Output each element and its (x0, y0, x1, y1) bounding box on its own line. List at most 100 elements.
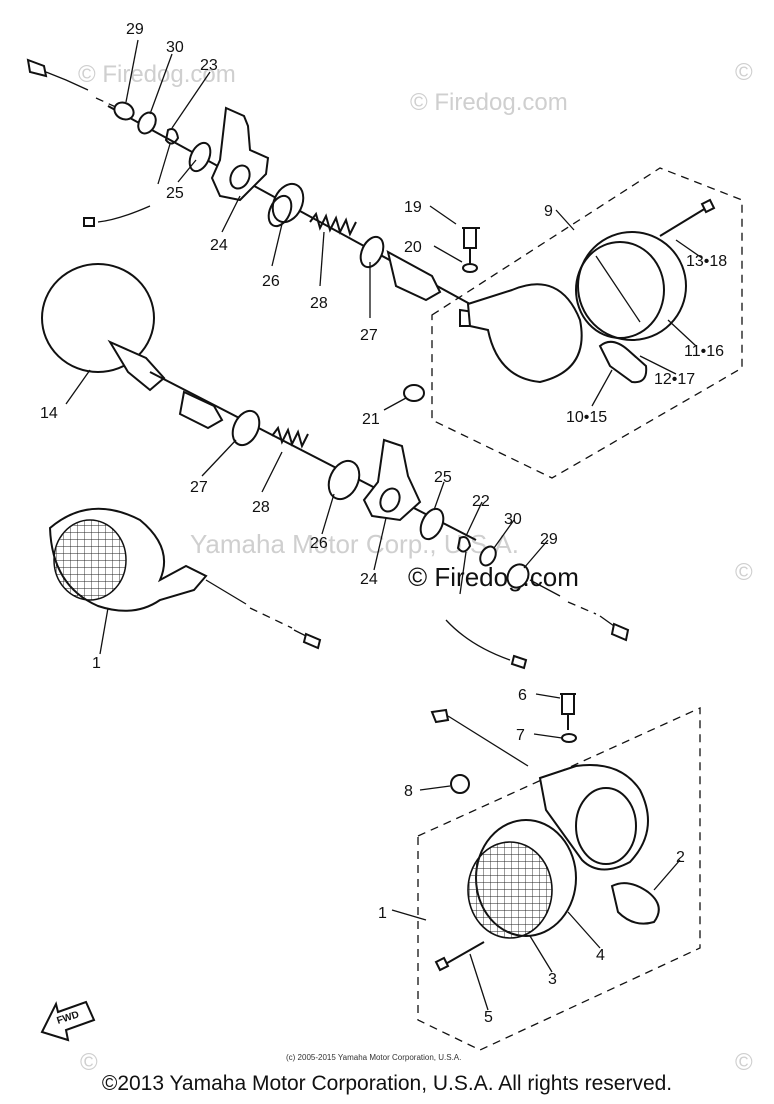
clip-22 (456, 536, 472, 553)
ground-wire (157, 143, 171, 185)
callout-27b: 27 (190, 479, 208, 496)
grommet-26 (271, 182, 305, 224)
fwd-arrow: FWD (40, 1000, 96, 1042)
lamp-1-lens (53, 519, 127, 601)
callout-19: 19 (404, 199, 422, 216)
callout-3: 3 (548, 971, 557, 988)
lamp-2-housing (538, 764, 649, 871)
lamp-wire-3 (447, 715, 529, 767)
ground-wire-2 (459, 551, 467, 595)
copyright-footer: ©2013 Yamaha Motor Corporation, U.S.A. A… (101, 1072, 673, 1095)
screw-head (700, 198, 716, 214)
callout-leaders (65, 39, 703, 1011)
lamp-14 (41, 263, 166, 392)
screw-5-head (434, 956, 450, 972)
callout-12-17: 12•17 (654, 371, 695, 388)
lamp-14-stalk (107, 339, 166, 392)
lamp-1-wire-end (293, 629, 307, 637)
watermark-corner: © (735, 1049, 753, 1076)
lamp-housing (466, 283, 583, 384)
nut-29 (113, 101, 135, 121)
cap-27 (359, 235, 385, 269)
bracket-24b (362, 438, 422, 522)
callout-9: 9 (544, 203, 553, 220)
clip-23 (164, 128, 180, 145)
callout-24b: 24 (360, 571, 378, 588)
callout-30b: 30 (504, 511, 522, 528)
callout-21: 21 (362, 411, 380, 428)
callout-7: 7 (516, 727, 525, 744)
connector-plug-3 (430, 708, 450, 724)
ground-wire-lower (97, 205, 151, 223)
stalk-tube-2 (178, 390, 224, 430)
lens-detail (595, 255, 641, 323)
lens-rim (575, 241, 665, 339)
lamp-kit-9 (403, 167, 743, 479)
wire-break-2 (567, 601, 597, 615)
lamp-1-wire-break (249, 607, 293, 629)
lamp-14-housing (41, 263, 155, 373)
callout-26b: 26 (310, 535, 328, 552)
callout-26: 26 (262, 273, 280, 290)
callout-labels: 29 30 23 25 24 26 28 27 19 20 9 13•18 11… (40, 21, 727, 1026)
callout-29b: 29 (540, 531, 558, 548)
lamp-1-connector (302, 632, 322, 650)
callout-1b: 1 (378, 905, 387, 922)
grommet-26-face (267, 194, 293, 228)
callout-5: 5 (484, 1009, 493, 1026)
watermark-corner: © (735, 559, 753, 586)
lens-11-16 (577, 231, 687, 341)
bracket-hole (229, 164, 251, 190)
watermark-corner: © (735, 59, 753, 86)
callout-24: 24 (210, 237, 228, 254)
wire-2 (529, 579, 561, 597)
watermark-firedog: © Firedog.com (410, 89, 568, 116)
callout-23: 23 (200, 57, 218, 74)
callout-8: 8 (404, 783, 413, 800)
screw-13-18 (659, 207, 707, 237)
bolt-19 (462, 227, 480, 266)
callout-28b: 28 (252, 499, 270, 516)
bracket-hole-b (379, 487, 401, 513)
washer-25 (188, 141, 212, 173)
grommet-8 (450, 774, 470, 794)
callout-10-15: 10•15 (566, 409, 607, 426)
bolt-6 (560, 693, 576, 730)
fwd-arrow-icon (40, 1000, 96, 1042)
washer-7 (561, 733, 577, 743)
watermark-layer: © Firedog.com © Firedog.com Yamaha Motor… (60, 59, 753, 1076)
callout-28: 28 (310, 295, 328, 312)
watermark-firedog: © Firedog.com (78, 61, 236, 88)
cap-27b (231, 409, 261, 447)
upper-rod-assembly (26, 58, 480, 327)
callout-25: 25 (166, 185, 184, 202)
lamp-kit-1 (417, 693, 701, 1051)
kit-outline-9 (431, 167, 743, 479)
kit-outline-1 (417, 706, 701, 1051)
callout-29: 29 (126, 21, 144, 38)
callout-22: 22 (472, 493, 490, 510)
callout-2: 2 (676, 849, 685, 866)
lamp-1-front (48, 507, 322, 650)
callout-25b: 25 (434, 469, 452, 486)
wire-terminal (83, 217, 95, 227)
ground-wire-2-lower (445, 619, 511, 661)
small-credit: (c) 2005-2015 Yamaha Motor Corporation, … (286, 1053, 461, 1062)
stalk-tube (386, 250, 442, 302)
lamp-1-wire (205, 579, 247, 605)
bulb-2 (610, 882, 660, 925)
callout-6: 6 (518, 687, 527, 704)
washer-25b (419, 507, 445, 541)
grommet-21 (403, 384, 425, 402)
callout-20: 20 (404, 239, 422, 256)
bulb-10-15 (598, 340, 648, 384)
callout-27: 27 (360, 327, 378, 344)
middle-rod-assembly (149, 371, 630, 670)
lens-3 (467, 841, 553, 939)
spring-28b (271, 425, 309, 449)
wire (45, 71, 89, 91)
screw-5 (441, 941, 485, 967)
connector-plug-2 (610, 622, 630, 642)
callout-1a: 1 (92, 655, 101, 672)
